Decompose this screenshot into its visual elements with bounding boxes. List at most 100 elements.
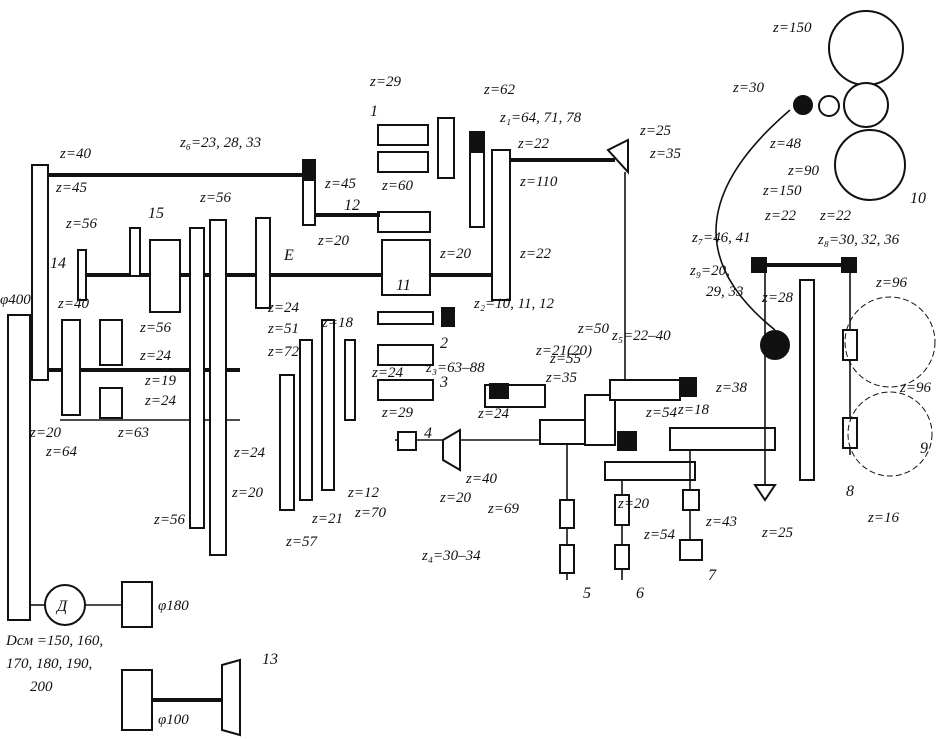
- gear-label: z=45: [55, 180, 87, 196]
- gear-label: z=18: [321, 315, 353, 331]
- gear-label: z=40: [465, 471, 497, 487]
- gear-54: [604, 461, 696, 481]
- bevel-gear-25: [606, 138, 629, 175]
- gear-label: z=150: [762, 183, 802, 199]
- range-label-z7: z₇=46, 41: [691, 230, 751, 246]
- gear-label: z=96: [899, 380, 931, 396]
- gear-50: [609, 379, 681, 401]
- block-12: [377, 211, 431, 233]
- gear-label: z=50: [577, 321, 609, 337]
- gear-30: [793, 95, 813, 115]
- gear-label: z=20: [231, 485, 263, 501]
- gear-label: z=24: [144, 393, 176, 409]
- gear-label: z=69: [487, 501, 519, 517]
- gear-110: [491, 149, 511, 301]
- gear-56-left: [129, 227, 141, 277]
- gear-35: [584, 394, 616, 446]
- part-number-11: 11: [396, 277, 411, 294]
- gear-label: z=54: [643, 527, 675, 543]
- gear-1-bottom: [377, 151, 429, 173]
- part-number-6: 6: [636, 585, 644, 602]
- belt-diameters-line3: 200: [30, 679, 53, 695]
- gear-label: z=22: [819, 208, 851, 224]
- gear-label: z=48: [769, 136, 801, 152]
- gear-40-20: [61, 319, 81, 416]
- pulley-label-100: φ100: [158, 712, 189, 728]
- gear-label: z=24: [267, 300, 299, 316]
- range-label-z3: z₃=63–88: [425, 360, 485, 376]
- gear-6a: [614, 494, 630, 526]
- part-number-9: 9: [920, 440, 928, 457]
- gear-29: [344, 339, 356, 421]
- part-number-4: 4: [424, 425, 432, 442]
- gear-label: z=29: [381, 405, 413, 421]
- gear-label: z=22: [517, 136, 549, 152]
- range-labels: z₆=23, 28, 33 z₁=64, 71, 78 z₂=10, 11, 1…: [179, 110, 900, 564]
- part-number-14: 14: [50, 255, 66, 272]
- part-number-12: 12: [344, 197, 360, 214]
- clutch-15: [149, 239, 181, 313]
- gear-label: z=18: [677, 402, 709, 418]
- pulley-100: [121, 669, 153, 731]
- gear-60: [469, 151, 485, 228]
- gear-label: z=35: [545, 370, 577, 386]
- gear-label: z=24: [371, 365, 403, 381]
- gear-E: [255, 217, 271, 309]
- gear-96-b: [842, 417, 858, 449]
- belt-diameters-line1: Dсм =150, 160,: [5, 633, 103, 649]
- gear-label: z=25: [761, 525, 793, 541]
- gear-96-outline-a: [844, 296, 936, 388]
- gear-label: z=21: [311, 511, 343, 527]
- gear-90: [843, 82, 889, 128]
- gear-5a: [559, 499, 575, 529]
- pulley-label-400: φ400: [0, 292, 31, 308]
- part-13: [221, 658, 241, 737]
- gear-label: z=56: [199, 190, 231, 206]
- gear-label: z=24: [139, 348, 171, 364]
- gear-62: [437, 117, 455, 179]
- diagram-structure: [7, 10, 936, 737]
- range-label-z4: z₄=30–34: [421, 548, 481, 564]
- gear-7a: [682, 489, 700, 511]
- gear-label: z=150: [772, 20, 812, 36]
- gear-label: z=56: [139, 320, 171, 336]
- pulley-180: [121, 581, 153, 628]
- gear-label: z=25: [639, 123, 671, 139]
- gear-96-outline-b: [847, 391, 933, 477]
- gear-label: z=51: [267, 321, 299, 337]
- part-number-1: 1: [370, 103, 378, 120]
- gear-label: z=110: [519, 174, 558, 190]
- gear-labels: z=40 z=45 z=56 z=56 z=40 z=56 z=24 z=19 …: [29, 20, 931, 550]
- gear-3-top: [377, 344, 434, 366]
- part-number-5: 5: [583, 585, 591, 602]
- gear-label: z=38: [715, 380, 747, 396]
- gear-label: z=24: [233, 445, 265, 461]
- range-label-z8: z₈=30, 32, 36: [817, 232, 900, 248]
- gear-51: [299, 339, 313, 501]
- part-number-15: 15: [148, 205, 164, 222]
- gear-z3-dark: [489, 383, 509, 399]
- gear-z4: [617, 431, 637, 451]
- part-number-7: 7: [708, 567, 717, 584]
- disk-14: [77, 249, 87, 301]
- gear-label: z=56: [65, 216, 97, 232]
- gear-label: z=64: [45, 444, 77, 460]
- gear-label: z=16: [867, 510, 899, 526]
- block-11: [381, 239, 431, 296]
- chain-arc: [715, 109, 791, 331]
- gear-label: z=20: [439, 246, 471, 262]
- gear-label: z=56: [153, 512, 185, 528]
- gear-150-top: [828, 10, 904, 86]
- range-label-z2: z₂=10, 11, 12: [473, 296, 555, 312]
- part-4: [397, 431, 417, 451]
- shaft-2-body: [377, 311, 434, 325]
- gear-label: z=96: [875, 275, 907, 291]
- range-label-z6: z₆=23, 28, 33: [179, 135, 261, 151]
- motor-label: Д: [55, 598, 68, 615]
- pulley-label-180: φ180: [158, 598, 189, 614]
- gear-z9: [760, 330, 790, 360]
- part-letter-E: E: [283, 247, 294, 264]
- gear-label: z=24: [477, 406, 509, 422]
- gear-z7: [751, 257, 767, 273]
